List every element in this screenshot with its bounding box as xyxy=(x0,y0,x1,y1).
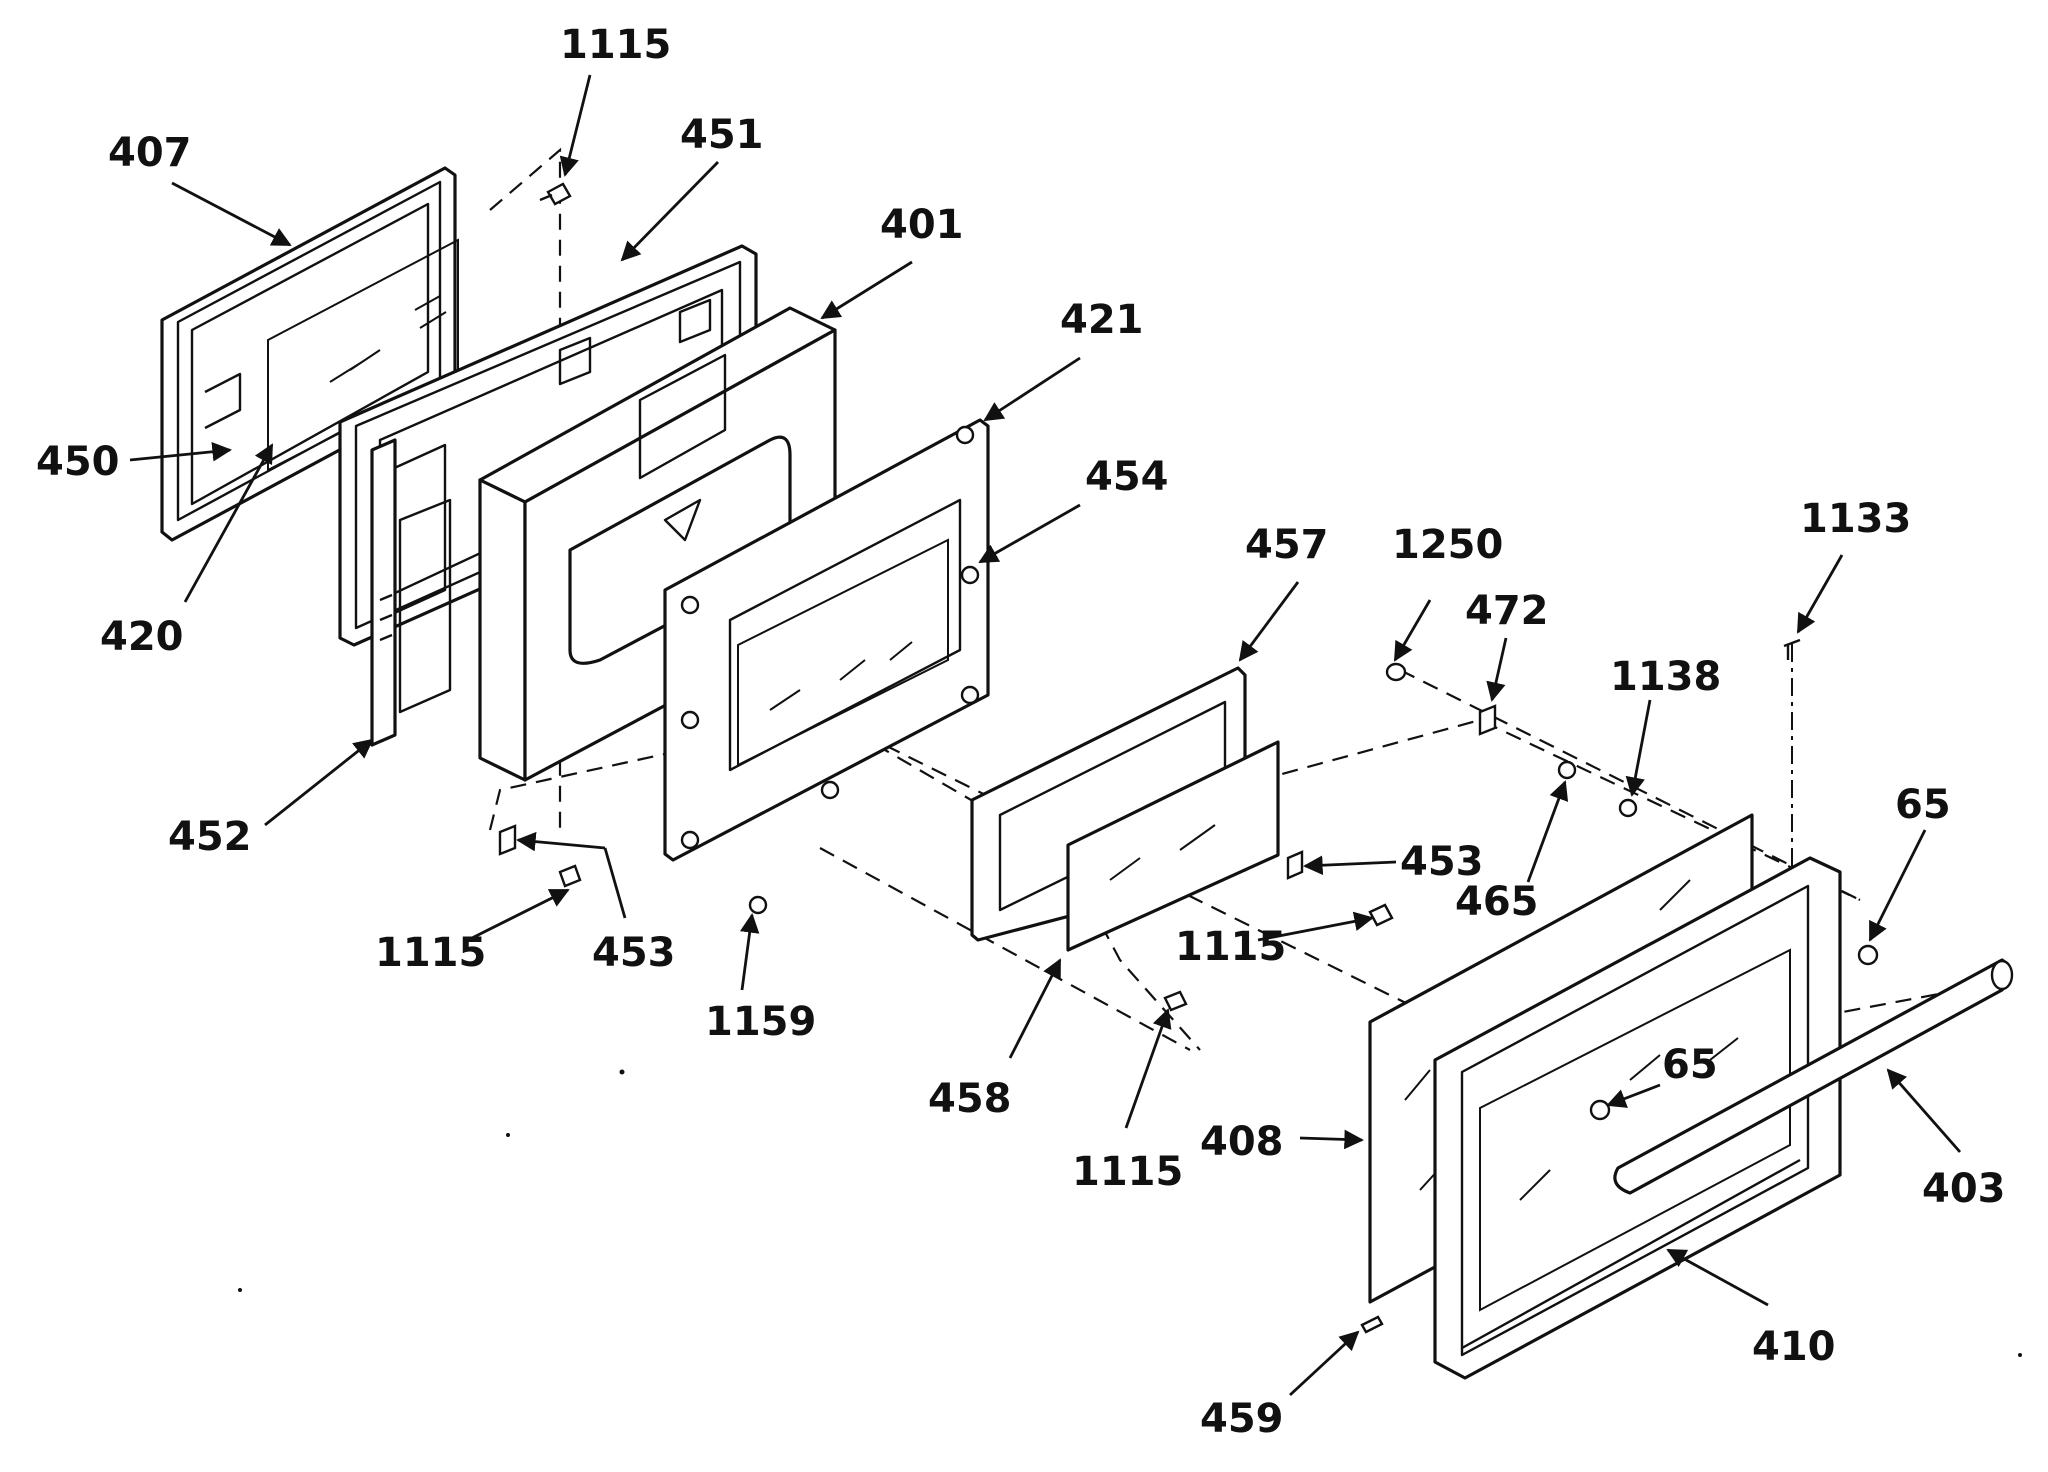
callout-472: 472 xyxy=(1465,588,1549,634)
callout-1133: 1133 xyxy=(1800,496,1911,542)
callout-452: 452 xyxy=(168,814,252,860)
callout-1115-mid: 1115 xyxy=(1175,924,1286,970)
part-410-outer-frame xyxy=(1433,856,1842,1380)
callout-450: 450 xyxy=(36,439,120,485)
callout-451: 451 xyxy=(680,112,764,158)
callout-465: 465 xyxy=(1455,879,1539,925)
part-403-handle xyxy=(1613,958,2014,1195)
callout-1250: 1250 xyxy=(1392,522,1503,568)
callout-454: 454 xyxy=(1085,454,1169,500)
leader-lines xyxy=(129,74,1962,1397)
callout-458: 458 xyxy=(928,1076,1012,1122)
callout-1138: 1138 xyxy=(1610,654,1721,700)
callout-65-center: 65 xyxy=(1662,1042,1718,1088)
callout-457: 457 xyxy=(1245,522,1329,568)
callout-408: 408 xyxy=(1200,1119,1284,1165)
callout-65-right: 65 xyxy=(1895,782,1951,828)
callout-1115-top: 1115 xyxy=(560,22,671,68)
callout-453-mid: 453 xyxy=(1400,839,1484,885)
callout-459: 459 xyxy=(1200,1396,1284,1442)
callout-1115-bottom: 1115 xyxy=(1072,1149,1183,1195)
callout-labels: 407 1115 451 401 421 454 450 420 452 457… xyxy=(36,22,2006,1442)
part-401-insulation xyxy=(478,306,837,782)
callout-410: 410 xyxy=(1752,1324,1836,1370)
part-421-panel xyxy=(663,418,990,862)
callout-421: 421 xyxy=(1060,297,1144,343)
hardware-fasteners xyxy=(498,182,1879,1334)
callout-453-left: 453 xyxy=(592,930,676,976)
callout-1159: 1159 xyxy=(705,999,816,1045)
callout-401: 401 xyxy=(880,202,964,248)
part-458-glass xyxy=(1066,740,1280,952)
part-452-side-frame xyxy=(370,438,452,747)
stray-specks xyxy=(238,1069,2022,1357)
callout-1115-left: 1115 xyxy=(375,930,486,976)
callout-407: 407 xyxy=(108,130,192,176)
callout-403: 403 xyxy=(1922,1166,2006,1212)
callout-420: 420 xyxy=(100,614,184,660)
